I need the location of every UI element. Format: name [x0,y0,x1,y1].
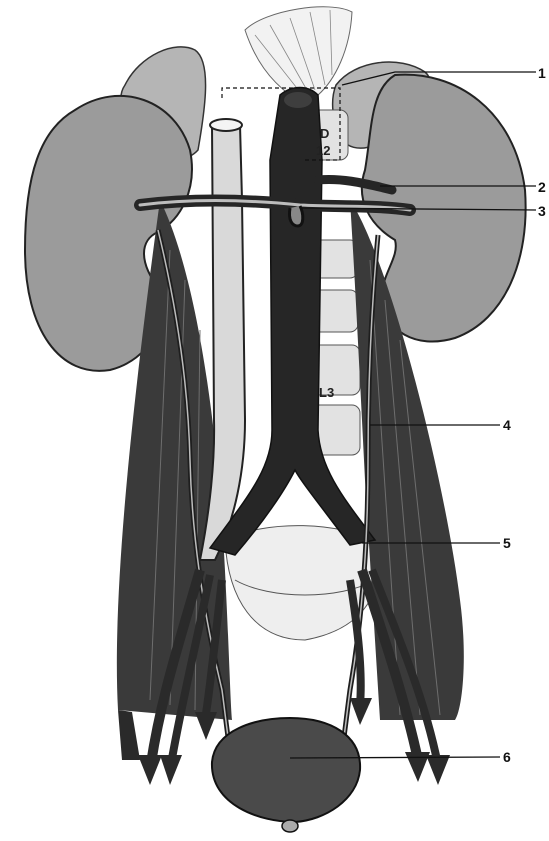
callout-2: 2 [538,179,546,195]
urinary-bladder [212,718,360,832]
diaphragm-crus [245,7,352,95]
callout-3: 3 [538,203,546,219]
vertebra-d12-label: 12 [316,143,330,158]
callout-1: 1 [538,65,546,81]
callout-5: 5 [503,535,511,551]
vertebra-l3-label: L3 [319,385,334,400]
callout-4: 4 [503,417,511,433]
ivc-opening [210,119,242,131]
callout-6: 6 [503,749,511,765]
vertebra-d-label: D [320,126,329,141]
